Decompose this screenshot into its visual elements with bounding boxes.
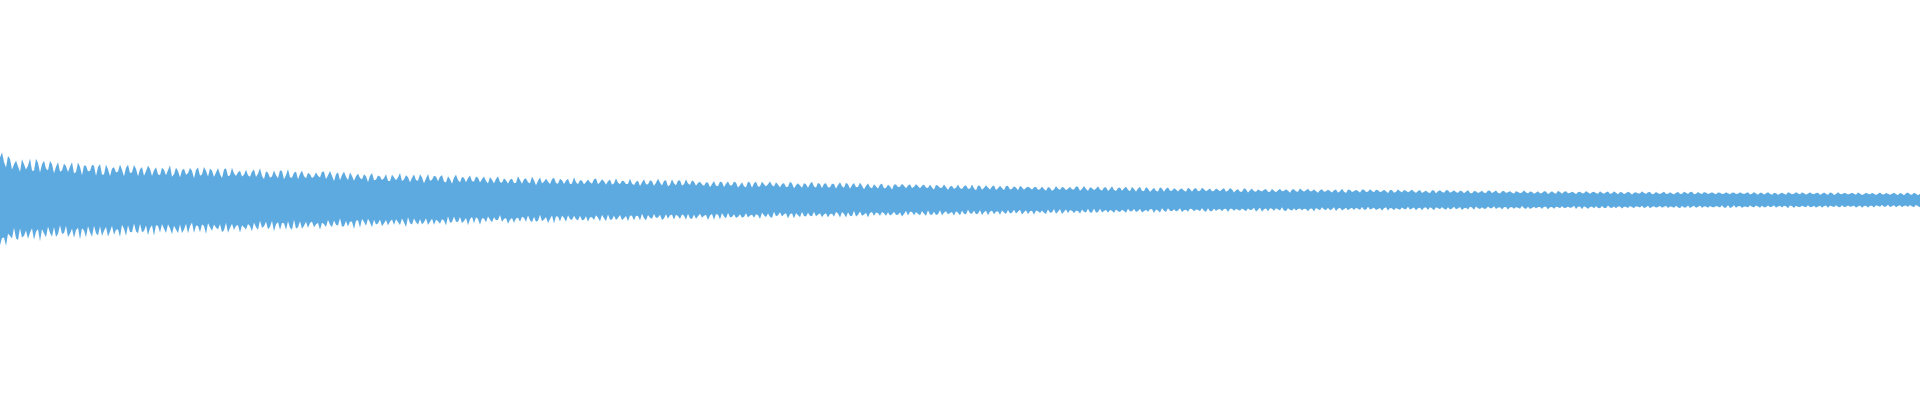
waveform-shape — [0, 152, 1920, 246]
